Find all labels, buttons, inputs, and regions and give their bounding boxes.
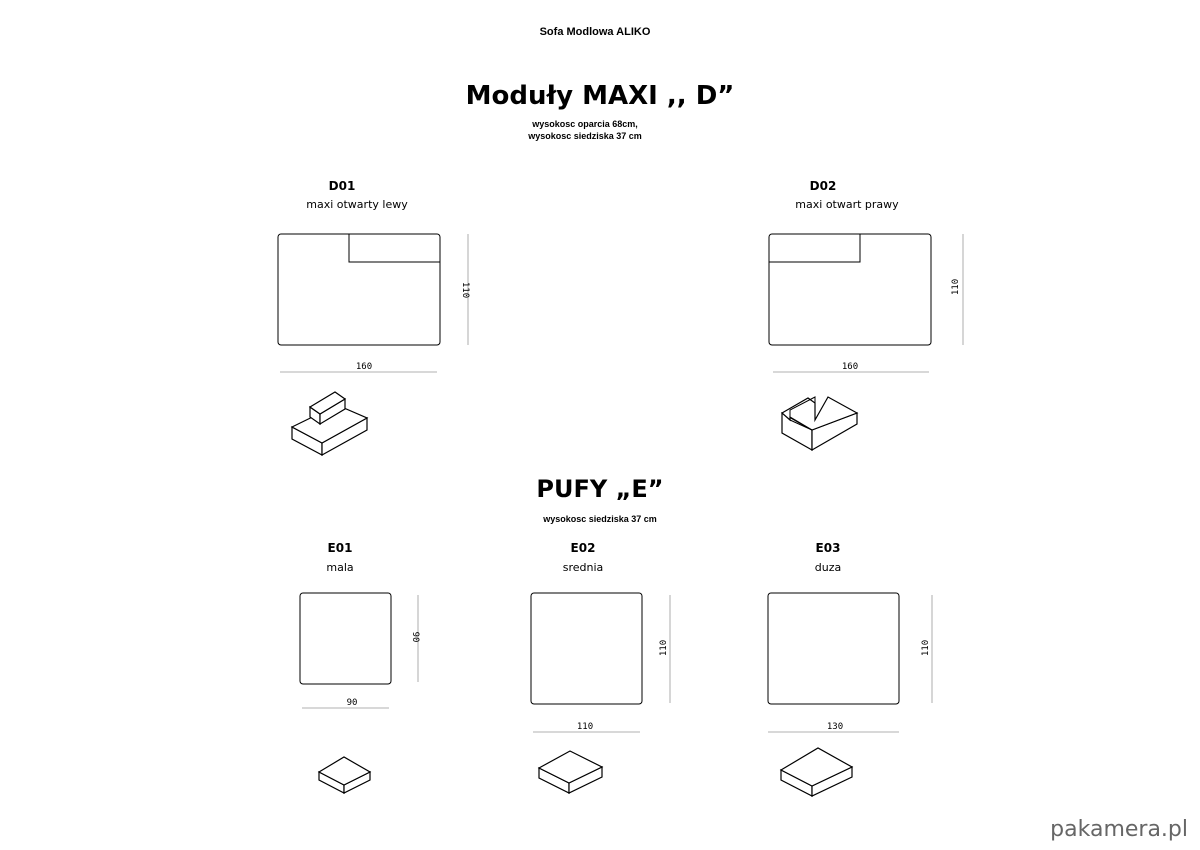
module-e02: E02 srednia 110 110: [530, 541, 671, 794]
module-e01: E01 mala 90 90: [299, 541, 420, 794]
module-d02: D02 maxi otwart prawy 110 160: [768, 179, 964, 452]
isometric-view: [780, 396, 859, 452]
backrest-outline: [348, 234, 440, 263]
isometric-view: [290, 391, 369, 457]
module-code: E03: [816, 541, 841, 555]
module-d01: D01 maxi otwarty lewy 110 160: [277, 179, 470, 457]
depth-dimension: 90: [410, 632, 420, 643]
module-code: D02: [810, 179, 837, 193]
isometric-view: [779, 747, 854, 797]
watermark-logo: pakamera.pl: [1050, 817, 1188, 842]
depth-dimension: 110: [659, 640, 669, 656]
module-name: srednia: [563, 561, 604, 574]
width-dimension: 160: [842, 362, 858, 372]
module-code: E02: [571, 541, 596, 555]
module-code: E01: [328, 541, 353, 555]
isometric-view: [537, 750, 604, 794]
section-d-note-backrest: wysokosc oparcia 68cm,: [531, 119, 638, 129]
backrest-outline: [769, 234, 861, 263]
plan-outline: [768, 233, 932, 346]
module-code: D01: [329, 179, 356, 193]
module-e03: E03 duza 110 130: [767, 541, 933, 797]
section-d-note-seat: wysokosc siedziska 37 cm: [527, 131, 642, 141]
plan-outline: [299, 592, 392, 685]
section-e-note: wysokosc siedziska 37 cm: [542, 514, 657, 524]
module-name: mala: [326, 561, 353, 574]
width-dimension: 130: [827, 722, 843, 732]
plan-outline: [530, 592, 643, 705]
module-name: maxi otwart prawy: [795, 198, 899, 211]
module-name: duza: [815, 561, 841, 574]
plan-outline: [277, 233, 441, 346]
module-name: maxi otwarty lewy: [306, 198, 408, 211]
depth-dimension: 110: [951, 279, 961, 295]
width-dimension: 160: [356, 362, 372, 372]
section-e-heading: PUFY „E”: [536, 475, 663, 503]
depth-dimension: 110: [921, 640, 931, 656]
plan-outline: [767, 592, 900, 705]
depth-dimension: 110: [460, 282, 470, 298]
isometric-view: [317, 756, 372, 794]
width-dimension: 110: [577, 722, 593, 732]
width-dimension: 90: [347, 698, 358, 708]
document-title: Sofa Modlowa ALIKO: [540, 26, 651, 38]
section-d-heading: Moduły MAXI ,, D”: [466, 81, 735, 111]
